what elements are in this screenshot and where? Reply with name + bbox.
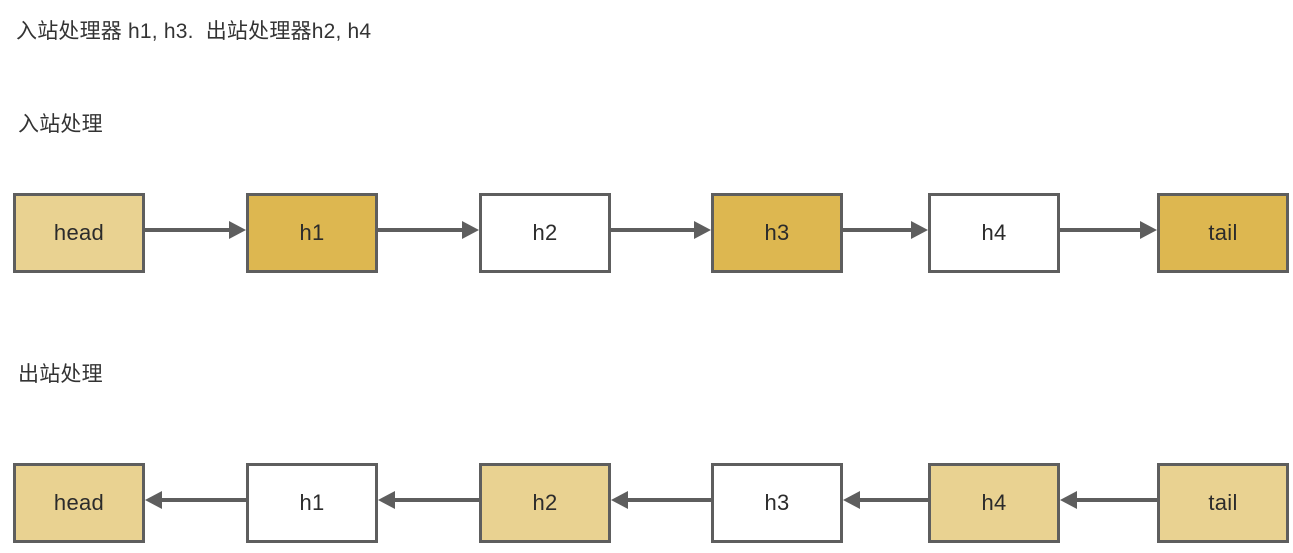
node-label: h1: [299, 220, 325, 245]
node-label: h1: [299, 490, 325, 515]
node-outbound-h1: h1: [246, 463, 378, 543]
node-inbound-tail: tail: [1157, 193, 1289, 273]
node-outbound-h4: h4: [928, 463, 1060, 543]
node-outbound-h3: h3: [711, 463, 843, 543]
node-outbound-h2: h2: [479, 463, 611, 543]
node-inbound-head: head: [13, 193, 145, 273]
section-label-inbound: 入站处理: [18, 113, 103, 136]
node-label: h4: [981, 490, 1007, 515]
node-label: h3: [764, 220, 790, 245]
node-label: h4: [981, 220, 1007, 245]
node-label: h3: [764, 490, 790, 515]
page-title: 入站处理器 h1, h3. 出站处理器h2, h4: [16, 20, 372, 43]
diagram-row-inbound: head h1 h2 h3 h4 tail: [0, 193, 1293, 283]
node-inbound-h1: h1: [246, 193, 378, 273]
arrow-right-icon: [611, 215, 711, 245]
arrow-right-icon: [843, 215, 928, 245]
arrow-left-icon: [843, 485, 928, 515]
arrow-left-icon: [1060, 485, 1157, 515]
arrow-right-icon: [145, 215, 246, 245]
node-outbound-head: head: [13, 463, 145, 543]
arrow-left-icon: [611, 485, 711, 515]
node-label: tail: [1208, 220, 1238, 245]
arrow-right-icon: [378, 215, 479, 245]
node-label: head: [53, 490, 105, 515]
node-label: head: [53, 220, 105, 245]
node-inbound-h2: h2: [479, 193, 611, 273]
arrow-left-icon: [378, 485, 479, 515]
node-outbound-tail: tail: [1157, 463, 1289, 543]
node-inbound-h3: h3: [711, 193, 843, 273]
node-inbound-h4: h4: [928, 193, 1060, 273]
diagram-row-outbound: head h1 h2 h3 h4 tail: [0, 463, 1293, 553]
arrow-left-icon: [145, 485, 246, 515]
section-label-outbound: 出站处理: [18, 363, 103, 386]
node-label: h2: [532, 220, 558, 245]
node-label: tail: [1208, 490, 1238, 515]
arrow-right-icon: [1060, 215, 1157, 245]
node-label: h2: [532, 490, 558, 515]
